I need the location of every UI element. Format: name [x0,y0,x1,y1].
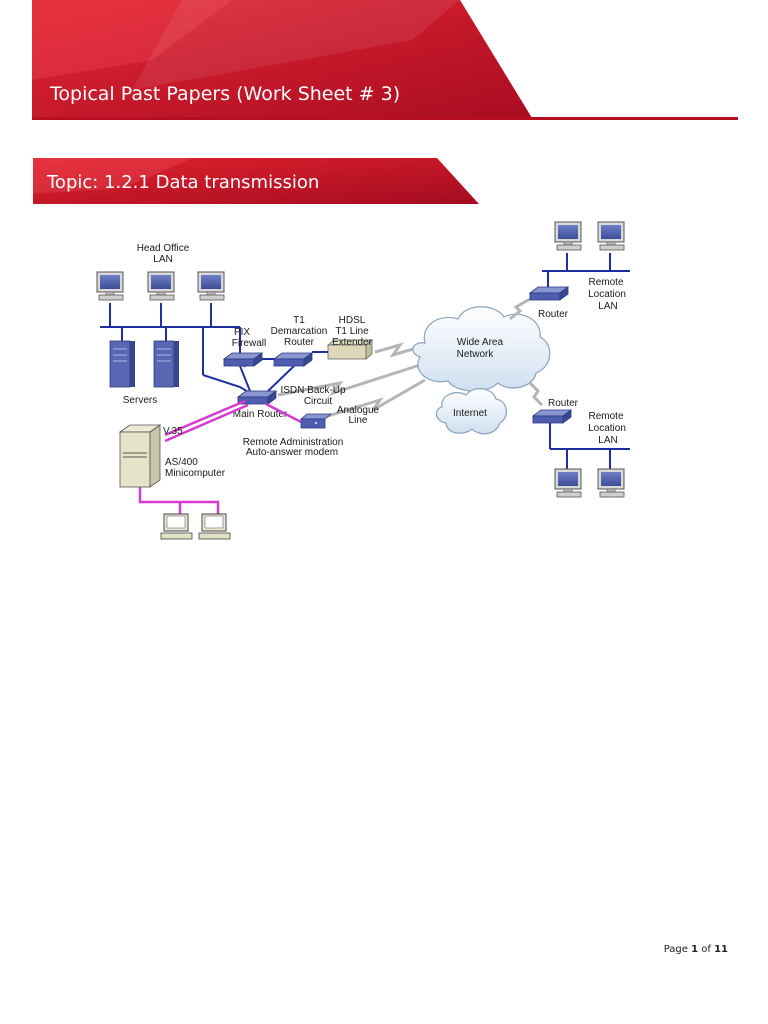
hdsl-extender [326,339,374,360]
topic-title: Topic: 1.2.1 Data transmission [47,172,320,193]
wan-cloud [412,306,551,392]
head-office-pc-2 [147,271,175,301]
as400-minicomputer [118,424,162,488]
isdn-label: ISDN Back-Up [280,385,345,396]
remote-top-label: Remote [588,277,623,288]
head-office-pc-1 [96,271,124,301]
page-number: Page 1 of 11 [664,944,728,955]
v35-label: V.35 [163,426,183,437]
remote-router-top [529,286,569,301]
terminal-2 [198,513,231,540]
t1-demarcation-router [273,352,313,367]
remote-top-label-3: LAN [598,301,617,312]
remote-bottom-label-2: Location [588,423,626,434]
header-banner [32,0,738,120]
analogue-label-2: Line [349,415,368,426]
internet-cloud [435,388,507,435]
as400-label: AS/400 [165,457,198,468]
main-router-label: Main Router [233,409,288,420]
remote-admin-label: Remote Administration [243,437,344,448]
remote-bottom-label: Remote [588,411,623,422]
backbone-links [239,351,328,394]
t1-label-3: Router [284,337,315,348]
hdsl-label: HDSL [339,315,366,326]
remote-bottom-pc-2 [597,468,625,498]
remote-bottom-pc-1 [554,468,582,498]
head-office-label: Head Office [137,243,190,254]
servers-label: Servers [123,395,157,406]
remote-top-bus [542,253,630,287]
remote-bottom-bus [549,423,630,469]
t1-label: T1 [293,315,305,326]
router-bottom-label: Router [548,398,579,409]
pix-firewall [223,352,263,367]
as400-label-2: Minicomputer [165,468,226,479]
analogue-label: Analogue [337,405,380,416]
page-prefix: Page [663,944,692,955]
pix-label: PIX [234,327,250,338]
internet-label: Internet [453,408,487,419]
head-office-pc-3 [197,271,225,301]
head-office-label-2: LAN [153,254,172,265]
remote-top-pc-1 [554,221,582,251]
network-diagram: Head Office LAN Servers PIX Firewall T1 … [96,221,630,540]
topic-banner [33,158,479,204]
remote-router-bottom [532,409,572,424]
page-header-title: Topical Past Papers (Work Sheet # 3) [50,83,401,105]
wan-label: Wide Area [457,337,504,348]
remote-top-pc-2 [597,221,625,251]
remote-bottom-label-3: LAN [598,435,617,446]
remote-admin-modem [299,413,333,429]
page-of: of [698,944,715,955]
remote-top-label-2: Location [588,289,626,300]
t1-label-2: Demarcation [271,326,328,337]
hdsl-label-2: T1 Line [335,326,369,337]
remote-admin-label-2: Auto-answer modem [246,447,338,458]
wan-label-2: Network [457,349,495,360]
server-2 [153,340,180,388]
pix-label-2: Firewall [232,338,266,349]
hdsl-label-3: Extender [332,337,373,348]
page-total: 11 [714,944,728,955]
isdn-label-2: Circuit [304,396,333,407]
page-current: 1 [691,944,699,955]
remote-wan-links [509,297,544,407]
wan-links [277,342,426,422]
router-top-label: Router [538,309,569,320]
server-1 [109,340,136,388]
terminal-1 [160,513,193,540]
